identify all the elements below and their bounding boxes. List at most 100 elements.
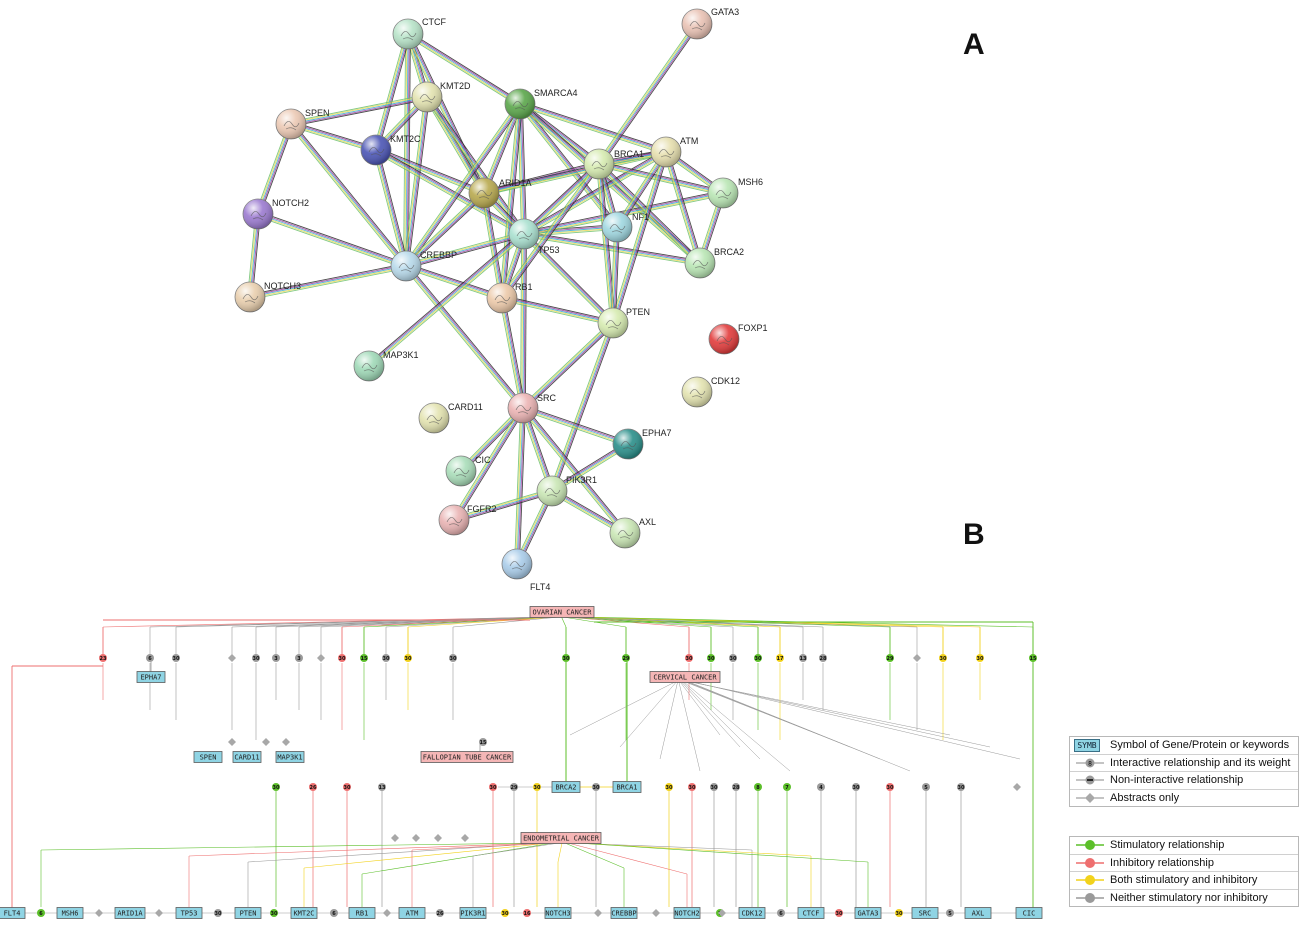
node-shine xyxy=(235,282,265,312)
gene-box: NOTCH3 xyxy=(544,907,572,919)
gene-box-text: ARID1A xyxy=(117,910,143,918)
network-node: PIK3R1 xyxy=(536,475,597,507)
weight-value: 6 xyxy=(779,911,783,917)
network-edge xyxy=(405,33,409,267)
legend-text: Interactive relationship and its weight xyxy=(1110,756,1291,769)
weight-marker: 30 xyxy=(214,909,222,917)
weight-value: 30 xyxy=(730,656,737,662)
node-label: CTCF xyxy=(422,17,446,27)
node-shine xyxy=(709,324,739,354)
disease-box-endometrial-text: ENDOMETRIAL CANCER xyxy=(523,835,600,843)
network-edge xyxy=(522,149,666,233)
weight-value: 17 xyxy=(777,656,784,662)
gene-box-rect xyxy=(673,907,701,919)
weight-value: 30 xyxy=(853,785,860,791)
node-label: KMT2C xyxy=(390,134,421,144)
legend-relationships: Stimulatory relationship Inhibitory rela… xyxy=(1069,836,1299,907)
network-node: CTCF xyxy=(392,17,446,50)
weight-dot xyxy=(436,909,444,917)
network-edge xyxy=(519,104,666,154)
node-shine xyxy=(361,135,391,165)
weight-marker: 30 xyxy=(895,909,903,917)
gene-box: AXL xyxy=(964,907,992,919)
legend-text: Symbol of Gene/Protein or keywords xyxy=(1110,739,1290,751)
network-node: EPHA7 xyxy=(612,428,672,460)
gene-box-text: ATM xyxy=(406,910,419,918)
network-edge xyxy=(403,102,519,265)
network-edge xyxy=(291,122,408,266)
network-edge xyxy=(523,163,600,235)
weight-marker: 3 xyxy=(272,654,280,662)
network-edge xyxy=(404,96,427,266)
network-edge xyxy=(406,193,486,268)
network-edge xyxy=(404,33,408,266)
gene-box: SRC xyxy=(911,907,939,919)
network-edge xyxy=(453,407,524,521)
gene-box-text: NOTCH2 xyxy=(674,910,699,918)
node-structure xyxy=(516,231,533,241)
network-edge xyxy=(374,33,408,150)
network-edge xyxy=(597,23,697,164)
weight-marker: 16 xyxy=(523,909,531,917)
weight-value: 16 xyxy=(524,911,531,917)
network-edge xyxy=(405,192,485,267)
weight-marker: 6 xyxy=(146,654,154,662)
weight-marker: 7 xyxy=(783,783,791,791)
network-edge xyxy=(501,298,613,325)
weight-marker: 13 xyxy=(378,783,386,791)
legend-row-neither: Neither stimulatory nor inhibitory xyxy=(1070,890,1298,907)
node-structure xyxy=(400,31,417,41)
network-edge xyxy=(523,406,629,444)
weight-marker: 30 xyxy=(957,783,965,791)
gene-box-rect xyxy=(544,907,572,919)
network-edge xyxy=(250,267,407,300)
network-edge xyxy=(257,214,406,268)
network-node: SRC xyxy=(507,392,557,424)
relation-line xyxy=(691,681,991,748)
network-edge xyxy=(610,226,616,323)
weight-dot xyxy=(404,654,412,662)
gene-box-text: PIK3R1 xyxy=(460,910,485,918)
network-edge xyxy=(454,408,525,521)
weight-value: 13 xyxy=(800,656,807,662)
network-edge xyxy=(550,322,613,491)
network-edge xyxy=(522,161,598,233)
gene-box-text: KMT2C xyxy=(293,910,314,918)
weight-dot xyxy=(754,783,762,791)
network-edge xyxy=(523,235,700,266)
relation-line xyxy=(247,842,548,863)
relation-lines xyxy=(11,616,1034,914)
network-node: FLT4 xyxy=(501,548,550,592)
weight-marker: 30 xyxy=(852,783,860,791)
network-edge xyxy=(290,94,427,123)
network-edge xyxy=(614,152,669,324)
gene-box-rect xyxy=(175,907,203,919)
network-edge xyxy=(553,323,616,492)
network-edge xyxy=(500,298,523,409)
weight-value: 28 xyxy=(820,656,827,662)
node-shine xyxy=(685,248,715,278)
network-edge xyxy=(517,105,616,229)
network-edge xyxy=(610,151,665,323)
network-edge xyxy=(290,95,427,124)
legend-row-both: Both stimulatory and inhibitory xyxy=(1070,872,1298,890)
weight-dot xyxy=(622,654,630,662)
disease-box-cervical: CERVICAL CANCER xyxy=(649,671,721,683)
weight-marker: 3 xyxy=(295,654,303,662)
weight-dot xyxy=(886,783,894,791)
legend-row-symbol: SYMB Symbol of Gene/Protein or keywords xyxy=(1070,737,1298,755)
network-edge xyxy=(250,266,407,299)
weight-dot xyxy=(343,783,351,791)
gene-box: KMT2C xyxy=(290,907,318,919)
gene-box-text: SRC xyxy=(919,910,932,918)
weight-dot xyxy=(562,654,570,662)
network-edge xyxy=(599,24,699,165)
gene-box-rect xyxy=(232,751,262,763)
node-label: CDK12 xyxy=(711,376,740,386)
panel-label-b: B xyxy=(963,518,985,551)
relation-line xyxy=(659,681,678,760)
weight-value: 13 xyxy=(379,785,386,791)
weight-value: 6 xyxy=(148,656,152,662)
network-edge xyxy=(600,161,702,262)
network-edge xyxy=(376,147,526,233)
